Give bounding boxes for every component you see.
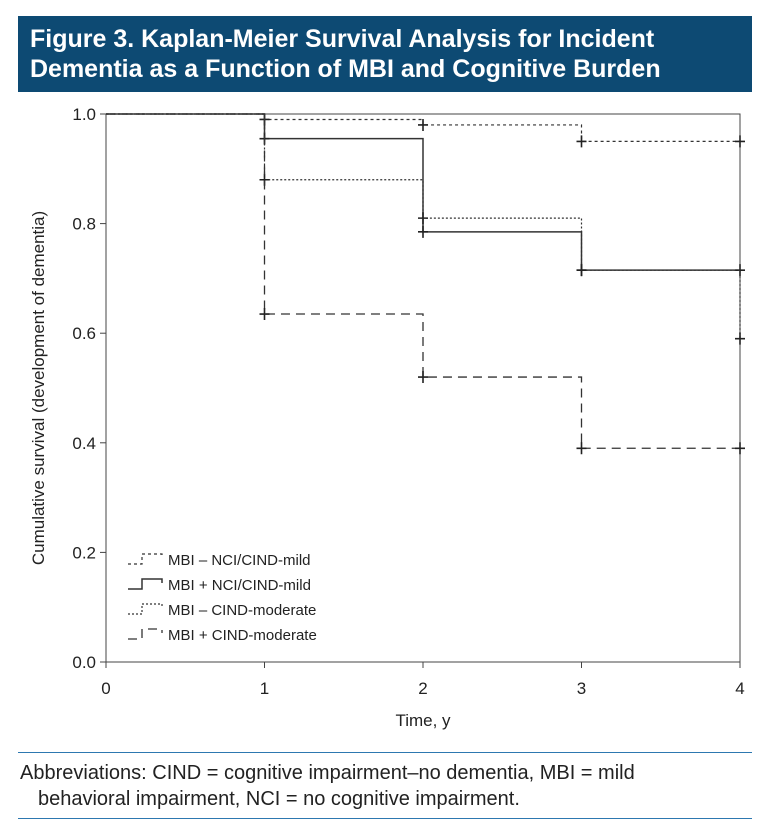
y-tick-label: 0.0 xyxy=(72,653,96,672)
censor-mark xyxy=(735,442,745,455)
x-axis-label: Time, y xyxy=(395,711,451,730)
footnote-line-1: Abbreviations: CIND = cognitive impairme… xyxy=(20,762,635,784)
censor-mark xyxy=(259,308,270,321)
figure-title-bar: Figure 3. Kaplan-Meier Survival Analysis… xyxy=(18,16,752,92)
footnote-rule-bottom xyxy=(18,818,752,819)
censor-mark xyxy=(735,264,745,277)
series-line xyxy=(106,113,740,271)
figure-title-line-2: Dementia as a Function of MBI and Cognit… xyxy=(30,55,661,83)
legend-swatch xyxy=(128,578,163,590)
x-tick-label: 1 xyxy=(260,679,269,698)
censor-mark xyxy=(418,225,428,238)
x-tick-label: 2 xyxy=(418,679,427,698)
series-4 xyxy=(106,113,745,455)
legend-entry-4: MBI + CIND-moderate xyxy=(128,627,317,644)
y-tick-label: 0.8 xyxy=(72,215,96,234)
x-tick-label: 4 xyxy=(735,679,744,698)
censor-mark xyxy=(418,118,428,131)
y-tick-label: 1.0 xyxy=(72,105,96,124)
legend-label: MBI + CIND-moderate xyxy=(168,627,317,644)
y-axis-ticks: 0.0 0.2 0.4 0.6 0.8 1.0 xyxy=(72,105,106,672)
footnote-rule-top xyxy=(18,752,752,753)
series-3 xyxy=(106,113,745,345)
series-layer xyxy=(106,113,745,455)
figure-title: Figure 3. Kaplan-Meier Survival Analysis… xyxy=(30,24,742,84)
censor-mark xyxy=(576,264,587,277)
legend-swatch xyxy=(128,553,163,565)
series-line xyxy=(106,113,740,449)
footnote: Abbreviations: CIND = cognitive impairme… xyxy=(20,760,750,812)
censor-mark xyxy=(576,135,587,148)
y-tick-label: 0.6 xyxy=(72,324,96,343)
y-tick-label: 0.4 xyxy=(72,434,96,453)
y-axis-label: Cumulative survival (development of deme… xyxy=(29,211,48,565)
legend-label: MBI – CIND-moderate xyxy=(168,602,316,619)
y-tick-label: 0.2 xyxy=(72,543,96,562)
x-tick-label: 0 xyxy=(101,679,110,698)
censor-mark xyxy=(735,332,745,345)
legend-entry-3: MBI – CIND-moderate xyxy=(128,602,316,619)
censor-mark xyxy=(735,135,745,148)
censor-mark xyxy=(418,371,428,384)
legend-label: MBI – NCI/CIND-mild xyxy=(168,552,311,569)
series-1 xyxy=(106,113,745,148)
legend-label: MBI + NCI/CIND-mild xyxy=(168,577,311,594)
series-2 xyxy=(106,113,745,277)
legend-swatch xyxy=(128,628,163,640)
footnote-line-2: behavioral impairment, NCI = no cognitiv… xyxy=(38,788,520,810)
figure-title-line-1: Figure 3. Kaplan-Meier Survival Analysis… xyxy=(30,25,655,53)
legend-entry-2: MBI + NCI/CIND-mild xyxy=(128,577,311,594)
censor-mark xyxy=(418,212,428,225)
legend-entry-1: MBI – NCI/CIND-mild xyxy=(128,552,311,569)
survival-chart: 0.0 0.2 0.4 0.6 0.8 1.0 0 1 2 3 4 MBI – NCI/CIND-… xyxy=(29,105,745,730)
legend-swatch xyxy=(128,603,163,615)
x-axis-ticks: 0 1 2 3 4 xyxy=(101,662,745,698)
censor-mark xyxy=(576,442,587,455)
x-tick-label: 3 xyxy=(577,679,586,698)
